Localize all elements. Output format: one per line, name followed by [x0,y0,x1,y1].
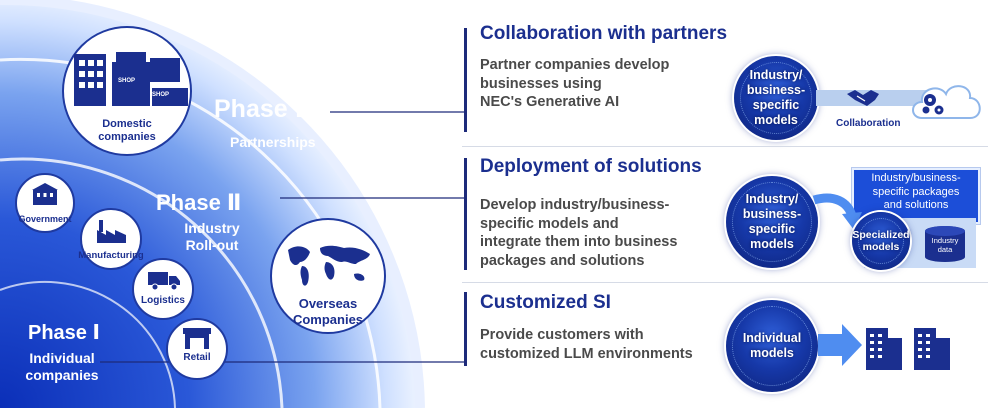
specialized-model-globe: Specialized models [852,212,910,270]
factory-icon [97,220,126,243]
curved-arrow [812,193,862,230]
specialized-label: Specialized models [852,229,910,253]
section3-body: Provide customers with customized LLM en… [480,327,693,362]
logistics-circle [132,258,194,320]
phase2-name: Industry Roll-out [184,220,240,253]
section2-title: Deployment of solutions [480,156,702,177]
manufacturing-label: Manufacturing [78,250,144,261]
shop-sign-2: SHOP [152,92,170,98]
overseas-companies-label: Overseas Companies [292,296,364,327]
retail-label: Retail [183,352,211,363]
section2-model-globe: Industry/ business- specific models [726,176,818,268]
section2-bar [464,158,467,270]
section3-title: Customized SI [480,292,611,313]
government-label: Government [18,214,72,224]
section2-globe-label: Industry/ business- specific models [742,192,802,251]
phase2-numeral: Phase Ⅱ [156,190,242,215]
domestic-companies-label: Domestic companies [98,118,156,143]
industry-data-label: Industry data [931,236,959,254]
world-map-icon [288,245,370,286]
cloud-gears-icon [912,85,981,119]
truck-icon [148,272,180,291]
database-icon [925,226,965,262]
section3-bar [464,292,467,366]
section1-body: Partner companies develop businesses usi… [480,57,670,110]
logistics-label: Logistics [141,295,185,306]
section-divider-2 [462,282,988,283]
collaboration-label: Collaboration [836,118,901,129]
section1-title: Collaboration with partners [480,23,728,44]
section1-bar [464,28,467,132]
retail-circle [166,318,228,380]
handshake-icon [847,90,879,106]
section2-body: Develop industry/business- specific mode… [480,197,678,269]
phase1-numeral: Phase Ⅰ [28,322,100,344]
office-building-icon-2 [914,328,950,370]
phase3-name: Partnerships [230,134,316,150]
domestic-buildings-icon [74,52,188,106]
office-building-icon-1 [866,328,902,370]
packages-label: Industry/business- specific packages and… [871,172,961,211]
phase1-name: Individual companies [25,350,99,383]
section1-globe-label: Industry/ business- specific models [746,68,806,127]
section3-model-globe: Individual models [726,300,818,392]
section-divider-1 [462,146,988,147]
section1-model-globe: Industry/ business- specific models [734,56,818,140]
phase3-numeral: Phase Ⅲ [214,95,319,123]
section3-globe-label: Individual models [742,331,802,360]
shop-sign-1: SHOP [118,78,136,84]
right-arrow [818,324,862,366]
store-icon [183,328,211,349]
government-building-icon [32,183,58,205]
